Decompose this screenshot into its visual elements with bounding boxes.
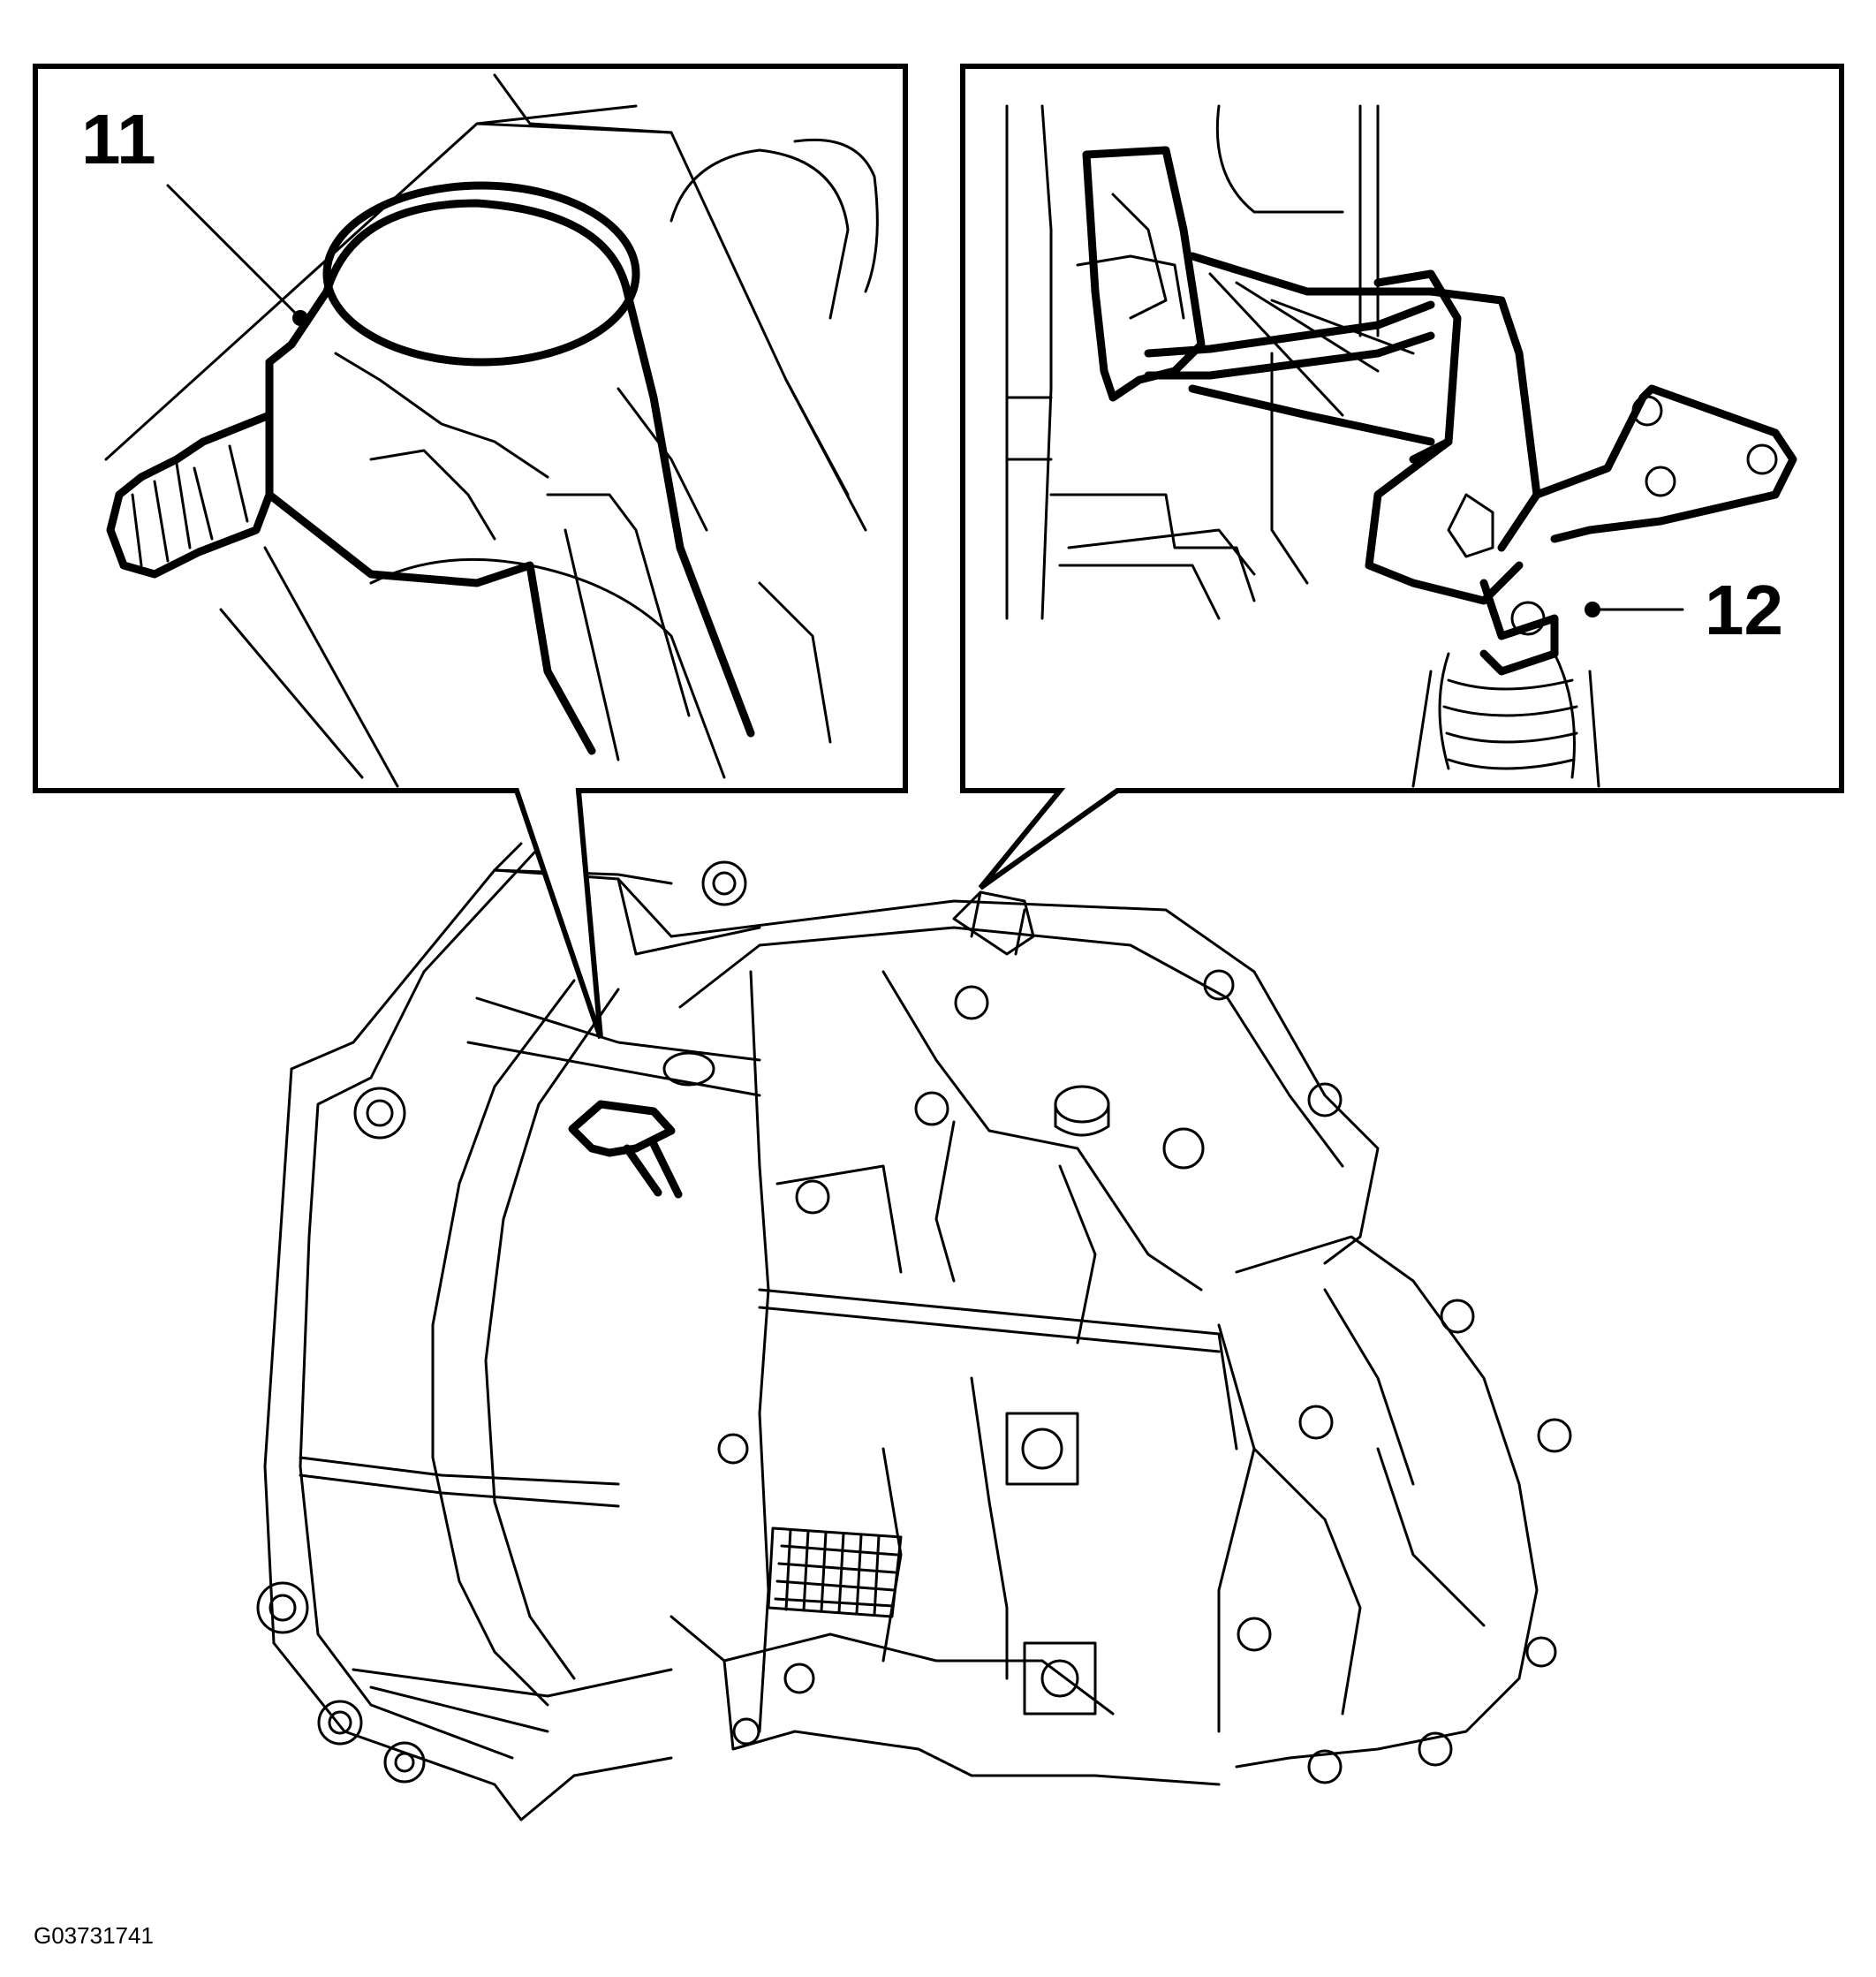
vent-grid xyxy=(767,1526,903,1618)
case-bolts xyxy=(717,969,1572,1784)
leader-line-11 xyxy=(166,184,300,318)
callout-label-12: 12 xyxy=(1705,571,1783,649)
transmission-housing xyxy=(256,842,1572,1822)
figure-id: G03731741 xyxy=(34,1922,154,1949)
slave-cylinder-detail xyxy=(104,73,879,788)
slave-cylinder-on-body xyxy=(568,1100,683,1199)
leader-dot-12 xyxy=(1585,602,1600,617)
inset-left: 11 xyxy=(33,64,908,1039)
shift-linkage-detail xyxy=(1005,104,1797,788)
leader-dot-11 xyxy=(292,310,308,326)
callout-label-11: 11 xyxy=(81,100,156,178)
inset-right: 12 xyxy=(960,64,1844,890)
